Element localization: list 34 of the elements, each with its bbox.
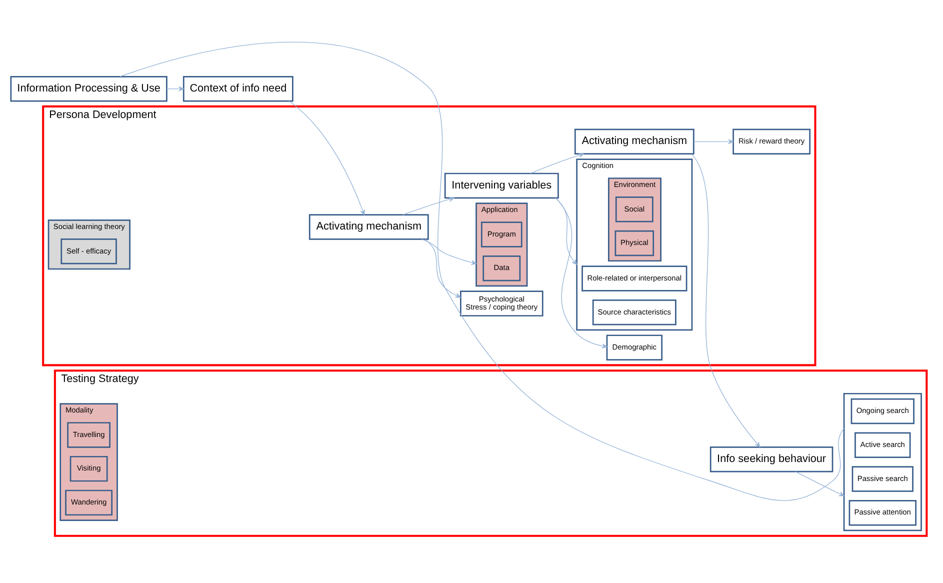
node-box: Psychological Stress / coping theory: [460, 290, 544, 316]
node-box: Passive search: [852, 466, 914, 492]
arrow: [424, 239, 461, 298]
node-box: Activating mechanism: [308, 214, 429, 240]
arrow: [555, 198, 608, 348]
node-box: Intervening variables: [444, 172, 559, 199]
node-box: Context of info need: [182, 76, 294, 102]
cluster: [843, 392, 922, 532]
node-box: Data: [482, 255, 521, 282]
arrow: [530, 152, 584, 174]
node-box: Info seeking behaviour: [710, 446, 834, 472]
node-box: Social: [615, 196, 654, 222]
node-box: Role-related or interpersonal: [582, 266, 688, 292]
node-box: Physical: [614, 230, 654, 256]
node-box: Activating mechanism: [574, 128, 694, 155]
node-box: Ongoing search: [850, 398, 914, 424]
node-box: Wandering: [65, 490, 113, 516]
node-box: Travelling: [67, 422, 110, 448]
arrow: [402, 196, 454, 216]
arrow: [690, 154, 760, 448]
node-box: Program: [480, 222, 522, 248]
arrow: [421, 238, 477, 265]
node-box: Information Processing & Use: [10, 76, 168, 102]
node-box: Passive attention: [848, 500, 916, 526]
node-box: Self - efficacy: [60, 238, 117, 264]
node-box: Source characteristics: [592, 299, 676, 326]
node-box: Active search: [854, 432, 911, 458]
arrow: [694, 139, 734, 144]
arrow: [288, 100, 365, 216]
arrow: [166, 86, 184, 92]
node-box: Demographic: [606, 334, 662, 360]
node-box: Risk / reward theory: [732, 128, 810, 155]
node-box: Visiting: [70, 456, 108, 482]
arrow: [554, 198, 578, 265]
